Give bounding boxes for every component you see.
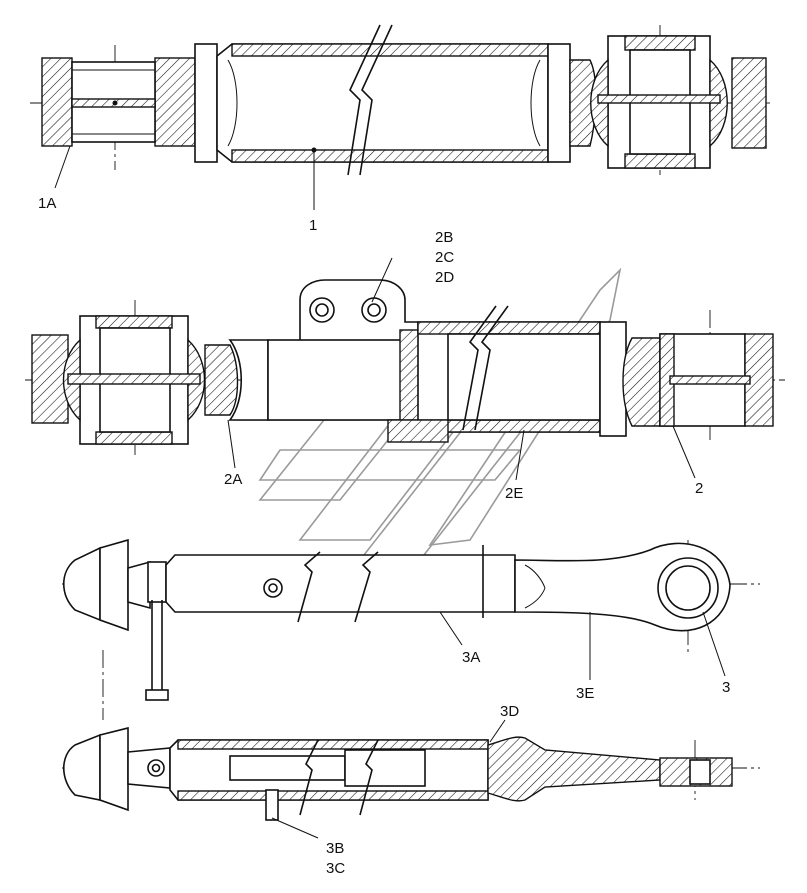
- label-2E: 2E: [505, 485, 523, 502]
- assembly-1: [30, 24, 770, 210]
- label-3D: 3D: [500, 703, 519, 720]
- label-3B: 3B: [326, 840, 344, 857]
- label-2A: 2A: [224, 471, 242, 488]
- assembly-2: [25, 257, 785, 481]
- label-2C: 2C: [435, 249, 454, 266]
- label-1: 1: [309, 217, 317, 234]
- label-2B: 2B: [435, 229, 453, 246]
- label-2: 2: [695, 480, 703, 497]
- label-3A: 3A: [462, 649, 480, 666]
- callout-labels: 1A 1 2B 2C 2D 2A 2E 2 3A 3E 3 3D 3B 3C: [38, 195, 730, 877]
- label-3: 3: [722, 679, 730, 696]
- label-3E: 3E: [576, 685, 594, 702]
- label-3C: 3C: [326, 860, 345, 877]
- label-1A: 1A: [38, 195, 56, 212]
- label-2D: 2D: [435, 269, 454, 286]
- assembly-3: [62, 538, 760, 720]
- assembly-3-top: [62, 719, 760, 839]
